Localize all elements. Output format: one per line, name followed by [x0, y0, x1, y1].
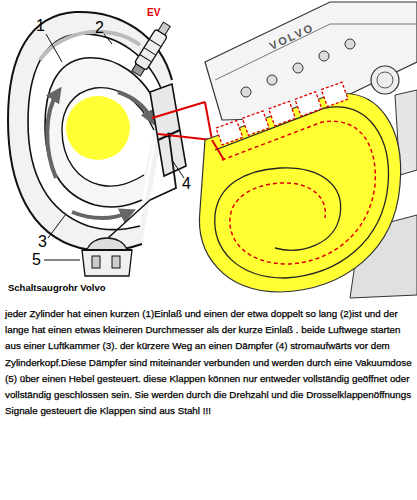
signal-name: EV — [147, 8, 160, 18]
runner-port — [216, 120, 243, 144]
canister-flange — [82, 249, 132, 251]
flow-arrow — [118, 92, 152, 120]
callout-number: 1 — [36, 18, 45, 34]
figure-title: Schaltsaugrohr Volvo — [8, 282, 105, 293]
engine-view — [199, 2, 417, 298]
runner-port — [295, 92, 322, 116]
injector-ring — [140, 54, 152, 61]
oil-cap-ring — [377, 72, 393, 88]
highlight-line — [152, 102, 205, 118]
plug-well — [241, 87, 251, 97]
shading — [40, 32, 140, 60]
canister-port — [112, 256, 120, 268]
plug-well — [267, 75, 277, 85]
highlight-line — [212, 140, 224, 160]
control-rod — [108, 200, 150, 238]
callout-number: 4 — [182, 176, 191, 192]
intake-section — [8, 12, 212, 276]
cam-cover — [205, 2, 417, 120]
description-note: jeder Zylinder hat einen kurzen (1)Einla… — [5, 306, 413, 419]
injector-plug — [132, 64, 145, 76]
callout-number: 5 — [32, 252, 41, 268]
plug-well — [345, 39, 355, 49]
highlight-line — [158, 134, 212, 140]
highlight-line — [205, 102, 212, 140]
injector — [130, 21, 173, 78]
runner-port — [242, 111, 269, 135]
callout-number: 3 — [38, 234, 47, 250]
runner-short-outer — [45, 58, 160, 207]
leader-line — [104, 34, 112, 44]
injector-ring — [149, 39, 161, 46]
runner-long-outer — [8, 12, 172, 251]
plug-well — [319, 51, 329, 61]
runner-ports — [216, 82, 348, 145]
runner-outline — [222, 121, 375, 264]
injector-ring — [144, 48, 156, 55]
flow-arrow — [47, 92, 58, 178]
vacuum-canister — [82, 250, 132, 276]
canister-port — [92, 256, 100, 268]
leader-line — [46, 34, 62, 62]
oil-cap — [371, 66, 399, 94]
runner-port — [321, 82, 348, 106]
plug-well — [293, 63, 303, 73]
leader-line — [48, 214, 66, 238]
leader-line — [44, 260, 80, 261]
injector-nozzle — [158, 22, 170, 35]
flow-arrow — [72, 212, 130, 218]
vacuum-dome — [87, 238, 127, 250]
outlet-flange — [150, 84, 186, 176]
injector-body — [134, 29, 167, 70]
manifold-spiral — [215, 107, 389, 278]
highlight-circle — [66, 96, 130, 160]
lever — [150, 135, 176, 200]
callout-number: 2 — [95, 20, 104, 36]
runner-port — [269, 101, 296, 125]
runner-short-inner — [62, 88, 154, 187]
intake-manifold — [199, 94, 400, 292]
